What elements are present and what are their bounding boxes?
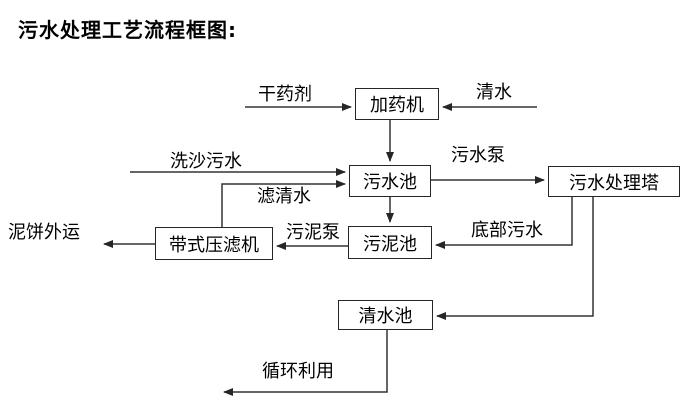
flow-label-recycle-use: 循环利用 <box>262 361 334 382</box>
node-belt-filter-press: 带式压滤机 <box>155 227 273 260</box>
node-sewage-pool: 污水池 <box>349 165 431 197</box>
flow-label-dry-agent: 干药剂 <box>258 84 312 105</box>
node-dosing-machine-label: 加药机 <box>370 95 424 116</box>
node-sludge-pool: 污泥池 <box>348 226 432 259</box>
flow-label-sand-washing-sewage: 洗沙污水 <box>170 151 242 172</box>
node-treatment-tower: 污水处理塔 <box>548 166 680 197</box>
flow-label-clean-water: 清水 <box>476 82 512 103</box>
node-sewage-pool-label: 污水池 <box>363 172 417 193</box>
flow-label-bottom-sewage: 底部污水 <box>471 220 543 241</box>
node-clean-water-pool: 清水池 <box>338 300 433 330</box>
flow-label-sludge-pump: 污泥泵 <box>286 222 340 243</box>
edge-tower-bottom-sewage-to-sludge-pool <box>435 197 573 249</box>
flow-label-mud-cake-out: 泥饼外运 <box>8 222 80 243</box>
node-sludge-pool-label: 污泥池 <box>363 233 417 255</box>
flow-label-filtered-water: 滤清水 <box>257 186 311 207</box>
node-belt-filter-press-label: 带式压滤机 <box>169 234 259 256</box>
flow-label-sewage-pump: 污水泵 <box>451 145 505 166</box>
edge-clean-water-pool-to-recycle <box>223 330 388 396</box>
page-title: 污水处理工艺流程框图: <box>18 18 237 42</box>
edge-filtered-water-press-to-sewage-pool <box>221 180 346 227</box>
node-treatment-tower-label: 污水处理塔 <box>569 172 659 194</box>
node-dosing-machine: 加药机 <box>355 88 439 120</box>
edge-tower-to-clean-water-pool <box>436 197 594 320</box>
node-clean-water-pool-label: 清水池 <box>358 306 413 327</box>
